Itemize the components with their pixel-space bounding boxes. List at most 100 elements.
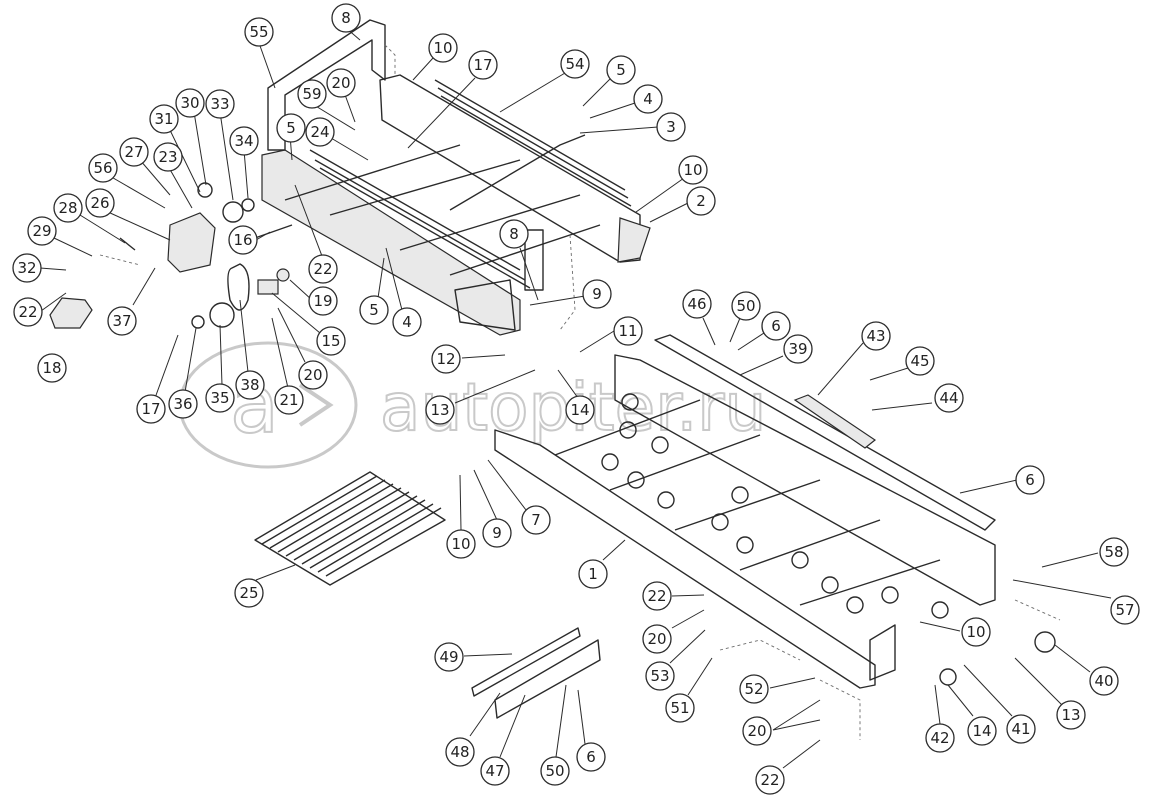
leader-58 [1041, 552, 1099, 568]
svg-text:48: 48 [450, 743, 469, 761]
roller-10 [791, 551, 809, 569]
svg-text:21: 21 [279, 391, 298, 409]
leader-4-top [589, 102, 636, 119]
svg-text:54: 54 [565, 55, 584, 73]
roller-5 [627, 471, 645, 489]
leader-6-top [737, 332, 765, 351]
callout-19: 19 [308, 286, 338, 316]
svg-text:11: 11 [618, 322, 637, 340]
svg-text:22: 22 [18, 303, 37, 321]
callout-5-b: 5 [276, 113, 306, 143]
leader-23 [167, 165, 193, 209]
svg-text:6: 6 [771, 317, 781, 335]
callout-25: 25 [234, 578, 264, 608]
tension-bracket [257, 279, 279, 295]
svg-text:55: 55 [249, 23, 268, 41]
leader-5-top [582, 78, 611, 107]
upper-frame-top-grille [434, 79, 632, 207]
svg-text:20: 20 [331, 74, 350, 92]
callout-52: 52 [739, 674, 769, 704]
svg-text:47: 47 [485, 762, 504, 780]
callout-35: 35 [205, 383, 235, 413]
callout-7: 7 [521, 505, 551, 535]
callout-14-b: 14 [967, 716, 997, 746]
callout-38: 38 [235, 370, 265, 400]
callout-53: 53 [645, 661, 675, 691]
svg-text:29: 29 [32, 222, 51, 240]
svg-text:57: 57 [1115, 601, 1134, 619]
svg-text:1: 1 [588, 565, 598, 583]
svg-text:42: 42 [930, 729, 949, 747]
leader-5-low [377, 257, 385, 299]
svg-text:26: 26 [90, 194, 109, 212]
tension-rod [119, 237, 136, 251]
callout-2: 2 [686, 186, 716, 216]
leader-15 [271, 292, 321, 334]
callout-37: 37 [107, 306, 137, 336]
leader-31 [167, 125, 201, 193]
grate-bars [261, 475, 442, 577]
callout-6: 6 [761, 311, 791, 341]
tension-wheel [939, 668, 957, 686]
svg-text:38: 38 [240, 376, 259, 394]
assembly-path-1 [384, 44, 396, 75]
callout-32: 32 [12, 253, 42, 283]
leader-24 [330, 137, 369, 161]
leader-57 [1012, 579, 1112, 599]
svg-text:7: 7 [531, 511, 541, 529]
callout-36: 36 [168, 389, 198, 419]
lower-frame-rod-4 [739, 519, 881, 571]
leader-50-top [729, 317, 741, 343]
callout-9: 9 [582, 279, 612, 309]
svg-text:31: 31 [154, 110, 173, 128]
leader-53 [669, 629, 706, 664]
callout-21: 21 [274, 385, 304, 415]
callout-11: 11 [613, 316, 643, 346]
callout-47: 47 [480, 756, 510, 786]
svg-text:18: 18 [42, 359, 61, 377]
svg-text:50: 50 [736, 297, 755, 315]
upper-frame-side-panel [261, 149, 521, 336]
leader-49 [463, 653, 513, 657]
roller-3 [651, 436, 669, 454]
assembly-path-3 [99, 254, 141, 266]
leader-32 [39, 267, 67, 271]
lower-conveyor-frame [494, 334, 1056, 689]
svg-text:8: 8 [341, 9, 351, 27]
callout-33: 33 [205, 89, 235, 119]
leader-54 [499, 72, 566, 113]
grate-outline [254, 471, 446, 586]
drive-sprocket [1034, 631, 1056, 653]
svg-text:15: 15 [321, 332, 340, 350]
callout-20-d: 20 [742, 716, 772, 746]
callout-6-c: 6 [576, 742, 606, 772]
leader-25 [255, 564, 296, 581]
svg-text:40: 40 [1094, 672, 1113, 690]
svg-text:13: 13 [1061, 706, 1080, 724]
callout-20-c: 20 [642, 624, 672, 654]
roller-14 [931, 601, 949, 619]
leader-29 [53, 237, 93, 257]
callout-10-d: 10 [961, 617, 991, 647]
strip-plate-lower [494, 639, 601, 719]
lower-frame-top-rail [654, 334, 996, 531]
callout-46: 46 [682, 289, 712, 319]
leader-8-mid [519, 247, 539, 301]
leader-7 [487, 459, 527, 511]
leader-1 [602, 539, 626, 561]
callout-51: 51 [665, 693, 695, 723]
callout-23: 23 [153, 142, 183, 172]
svg-text:23: 23 [158, 148, 177, 166]
callout-43: 43 [861, 321, 891, 351]
callout-28: 28 [53, 193, 83, 223]
svg-text:6: 6 [586, 748, 596, 766]
upper-frame-bracket [267, 19, 386, 151]
svg-text:16: 16 [233, 231, 252, 249]
upper-frame-handle [449, 134, 586, 211]
callout-22-d: 22 [755, 765, 785, 795]
leader-46 [702, 317, 716, 346]
svg-text:4: 4 [402, 313, 412, 331]
svg-text:58: 58 [1104, 543, 1123, 561]
roller-1 [621, 393, 639, 411]
leader-55 [258, 42, 276, 89]
